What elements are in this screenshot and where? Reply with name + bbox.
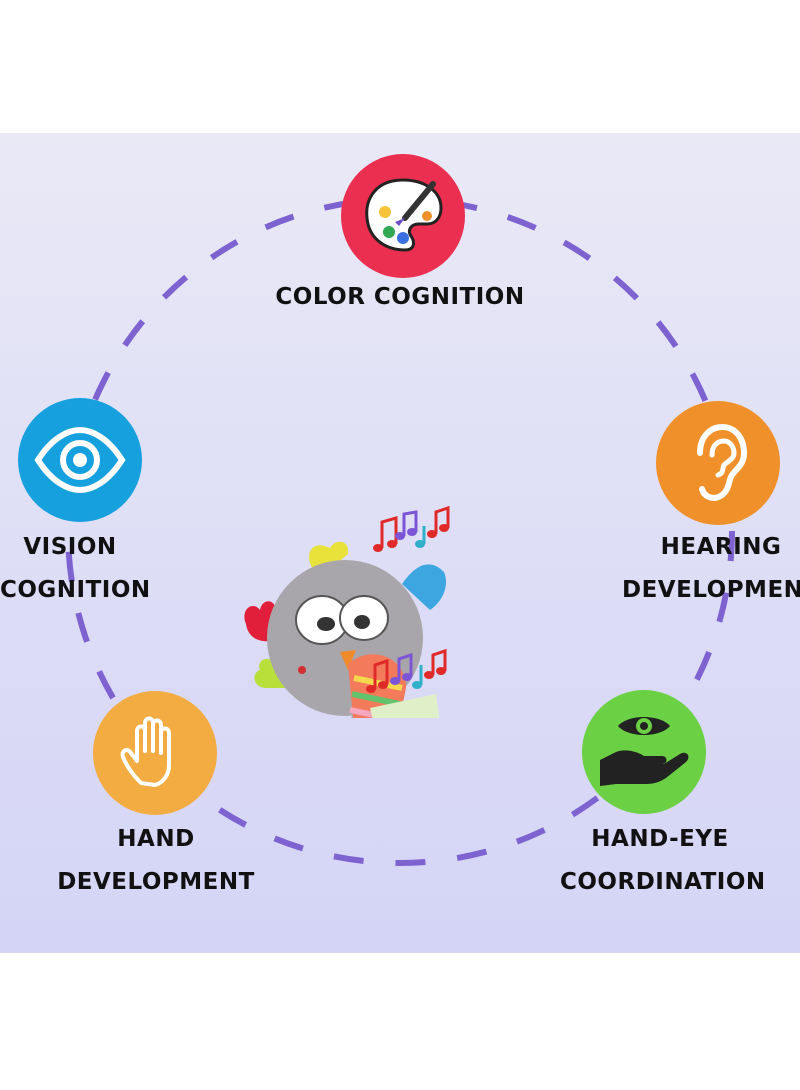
hand-development-badge xyxy=(93,691,217,815)
vision-cognition-badge xyxy=(18,398,142,522)
eye-icon xyxy=(34,426,126,494)
palette-icon xyxy=(365,178,443,252)
color-cognition-label: COLOR COGNITION xyxy=(260,276,540,319)
color-cognition-text: COLOR COGNITION xyxy=(275,284,525,310)
vision-line1: VISION xyxy=(23,534,117,560)
hand-eye-line2: COORDINATION xyxy=(560,869,766,895)
vision-cognition-label: VISION COGNITION xyxy=(0,526,150,612)
hand-eye-line1: HAND-EYE xyxy=(591,826,729,852)
music-notes-lower xyxy=(366,648,447,693)
color-cognition-badge xyxy=(341,154,465,278)
music-notes-top xyxy=(373,505,450,552)
hearing-development-badge xyxy=(656,401,780,525)
infographic-panel: COLOR COGNITION VISION COGNITION HEARING… xyxy=(0,133,800,953)
hand-line2: DEVELOPMENT xyxy=(57,869,255,895)
hearing-development-label: HEARING DEVELOPMENT xyxy=(622,526,800,612)
ear-icon xyxy=(697,423,748,501)
owl-rattle-toy xyxy=(244,505,450,718)
hand-eye-coordination-badge xyxy=(582,690,706,814)
hearing-line1: HEARING xyxy=(660,534,782,560)
hand-development-label: HAND DEVELOPMENT xyxy=(56,818,256,904)
hand-icon xyxy=(120,716,171,787)
hand-line1: HAND xyxy=(117,826,195,852)
hearing-line2: DEVELOPMENT xyxy=(622,577,800,603)
vision-line2: COGNITION xyxy=(0,577,151,603)
hand-eye-icon xyxy=(600,717,689,786)
hand-eye-coordination-label: HAND-EYE COORDINATION xyxy=(560,818,766,904)
